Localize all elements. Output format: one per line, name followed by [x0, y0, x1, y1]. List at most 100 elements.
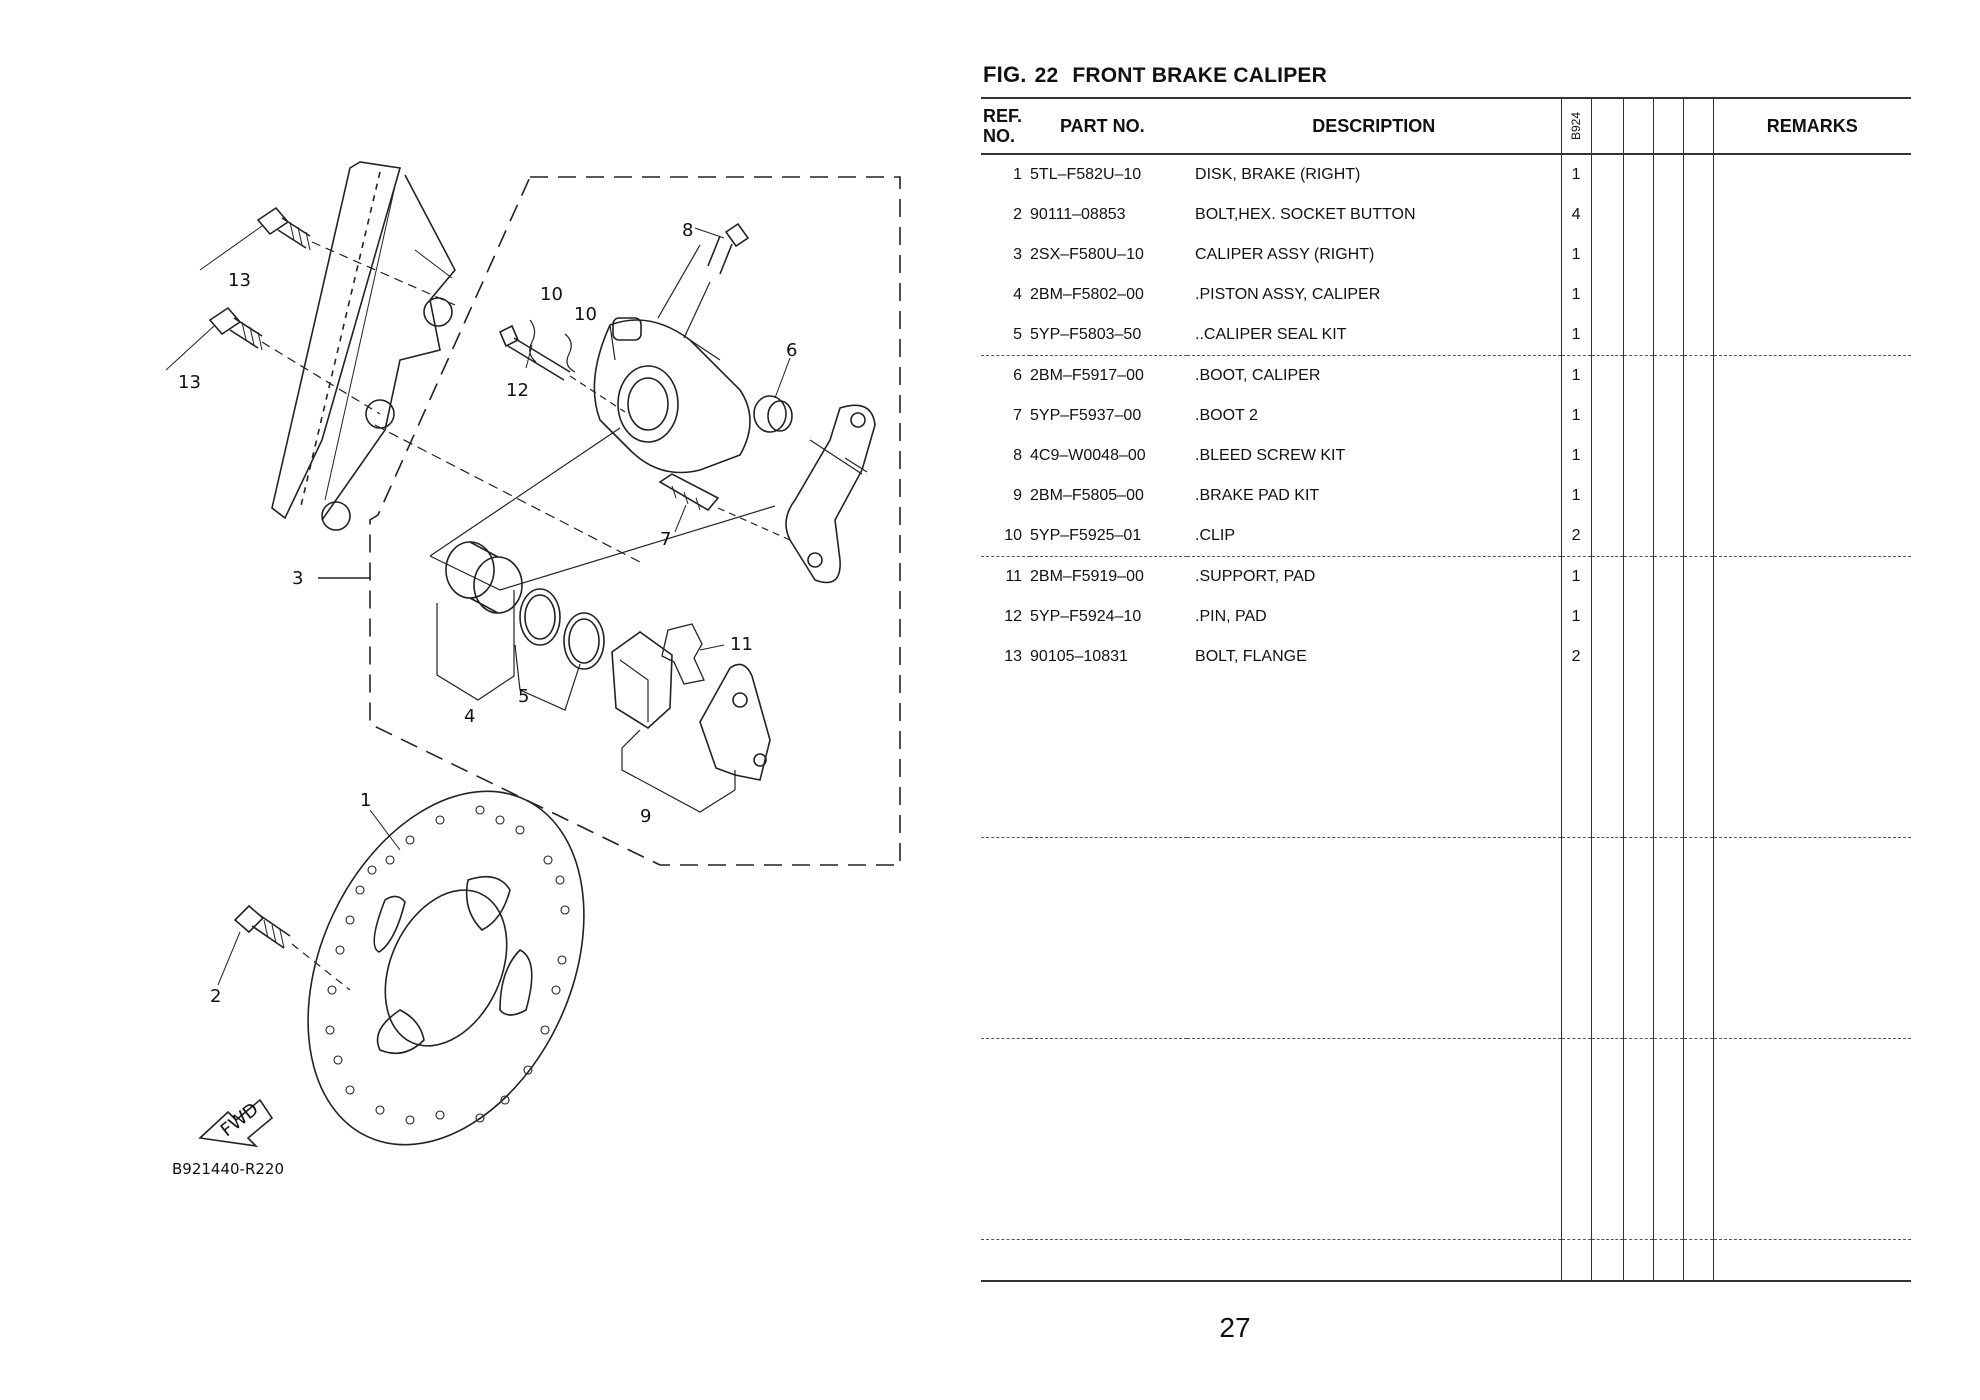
part-no-cell: 5TL–F582U–10: [1030, 166, 1142, 183]
caliper-bracket: [785, 404, 876, 584]
blank-col-3-header: [1652, 98, 1684, 154]
blank-cell: [1590, 918, 1624, 958]
blank-cell: [1682, 154, 1714, 195]
remarks-cell: [1712, 677, 1912, 717]
ref-cell: 7: [1013, 407, 1023, 424]
blank-cell: [1590, 436, 1624, 476]
description-cell: CALIPER ASSY (RIGHT): [1195, 246, 1375, 263]
blank-cell: [1652, 315, 1684, 356]
callout-2: 2: [210, 986, 221, 1007]
ref-cell: 12: [1004, 608, 1023, 625]
ref-cell: 8: [1013, 447, 1023, 464]
ref-cell: 5: [981, 315, 1031, 356]
ref-cell: 2: [1013, 206, 1023, 223]
blank-cell: [1590, 516, 1624, 557]
blank-cell: [1652, 958, 1684, 998]
description-cell: [1187, 1079, 1561, 1119]
blank-cell: [1590, 315, 1624, 356]
blank-cell: [1652, 677, 1684, 717]
part-no-cell: [1030, 838, 1187, 879]
quantity-cell: 1: [1560, 355, 1592, 396]
remarks-cell: [1712, 1119, 1912, 1159]
blank-cell: [1590, 1038, 1624, 1079]
blank-cell: [1622, 355, 1654, 396]
blank-cell: [1622, 1159, 1654, 1199]
blank-cell: [1682, 797, 1714, 838]
blank-col-1-header: [1590, 98, 1624, 154]
remarks-cell: [1712, 998, 1912, 1039]
quantity-cell: 1: [1560, 275, 1592, 315]
pad-pin-and-clips: [498, 319, 626, 413]
blank-cell: [1682, 195, 1714, 235]
description-cell: DISK, BRAKE (RIGHT): [1195, 166, 1361, 183]
callout-5: 5: [518, 686, 529, 707]
bolt-flange-upper: [256, 206, 456, 306]
remarks-header: REMARKS: [1712, 98, 1912, 154]
blank-cell: [1622, 516, 1654, 557]
part-no-cell: 5YP–F5924–10: [1030, 608, 1142, 625]
blank-cell: [1652, 757, 1684, 797]
quantity-cell: [1560, 837, 1592, 878]
callout-13b: 13: [178, 372, 201, 393]
quantity-cell: [1560, 1239, 1592, 1282]
remarks-cell: [1712, 315, 1912, 356]
remarks-cell: [1712, 275, 1912, 315]
ref-cell: [981, 1159, 1030, 1199]
remarks-cell: [1712, 918, 1912, 958]
table-row-empty: [981, 878, 1912, 918]
description-cell: [1187, 797, 1562, 838]
blank-cell: [1590, 717, 1624, 757]
blank-cell: [1590, 275, 1624, 315]
blank-cell: [1652, 556, 1684, 597]
callout-13a: 13: [228, 270, 251, 291]
quantity-cell: [1560, 717, 1592, 757]
blank-cell: [1652, 918, 1684, 958]
ref-cell: [981, 797, 1031, 838]
quantity-cell: [1560, 1199, 1592, 1240]
blank-cell: [1622, 154, 1654, 195]
part-no-cell: [1030, 1119, 1187, 1159]
blank-cell: [1590, 1159, 1624, 1199]
description-cell: .BOOT, CALIPER: [1195, 367, 1321, 384]
bolt-flange-lower: [208, 306, 381, 415]
callout-8: 8: [682, 220, 693, 241]
blank-cell: [1590, 677, 1624, 717]
description-cell: .BOOT 2: [1195, 407, 1258, 424]
table-row-empty: [981, 837, 1912, 879]
table-row-empty: [981, 918, 1912, 958]
table-row-empty: [981, 958, 1912, 998]
part-no-cell: 2BM–F5802–00: [1030, 286, 1144, 303]
ref-cell: 9: [1013, 487, 1023, 504]
remarks-cell: [1712, 235, 1912, 275]
part-no-cell: [1030, 677, 1187, 717]
bleed-screw: [683, 222, 750, 339]
description-cell: [1187, 1119, 1561, 1159]
blank-cell: [1682, 315, 1714, 356]
ref-cell: [981, 1239, 1031, 1282]
model-code-header: B924: [1560, 98, 1592, 154]
ref-cell: [981, 958, 1030, 998]
callout-4: 4: [464, 706, 475, 727]
blank-cell: [1652, 1038, 1684, 1079]
bolt-hex-socket: [233, 904, 351, 991]
blank-cell: [1682, 516, 1714, 557]
blank-cell: [1682, 476, 1714, 516]
blank-cell: [1652, 1159, 1684, 1199]
blank-cell: [1652, 476, 1684, 516]
blank-cell: [1622, 918, 1654, 958]
callout-9: 9: [640, 806, 651, 827]
quantity-cell: [1560, 878, 1592, 918]
caliper-seals: [519, 588, 605, 670]
blank-cell: [1652, 1239, 1684, 1282]
blank-cell: [1622, 597, 1654, 637]
description-cell: [1187, 1199, 1562, 1240]
remarks-cell: [1712, 637, 1912, 677]
fwd-arrow: [198, 1098, 274, 1148]
blank-col-2-header: [1622, 98, 1654, 154]
blank-cell: [1682, 677, 1714, 717]
blank-cell: [1682, 355, 1714, 396]
blank-cell: [1682, 998, 1714, 1039]
blank-cell: [1652, 597, 1684, 637]
blank-cell: [1652, 355, 1684, 396]
